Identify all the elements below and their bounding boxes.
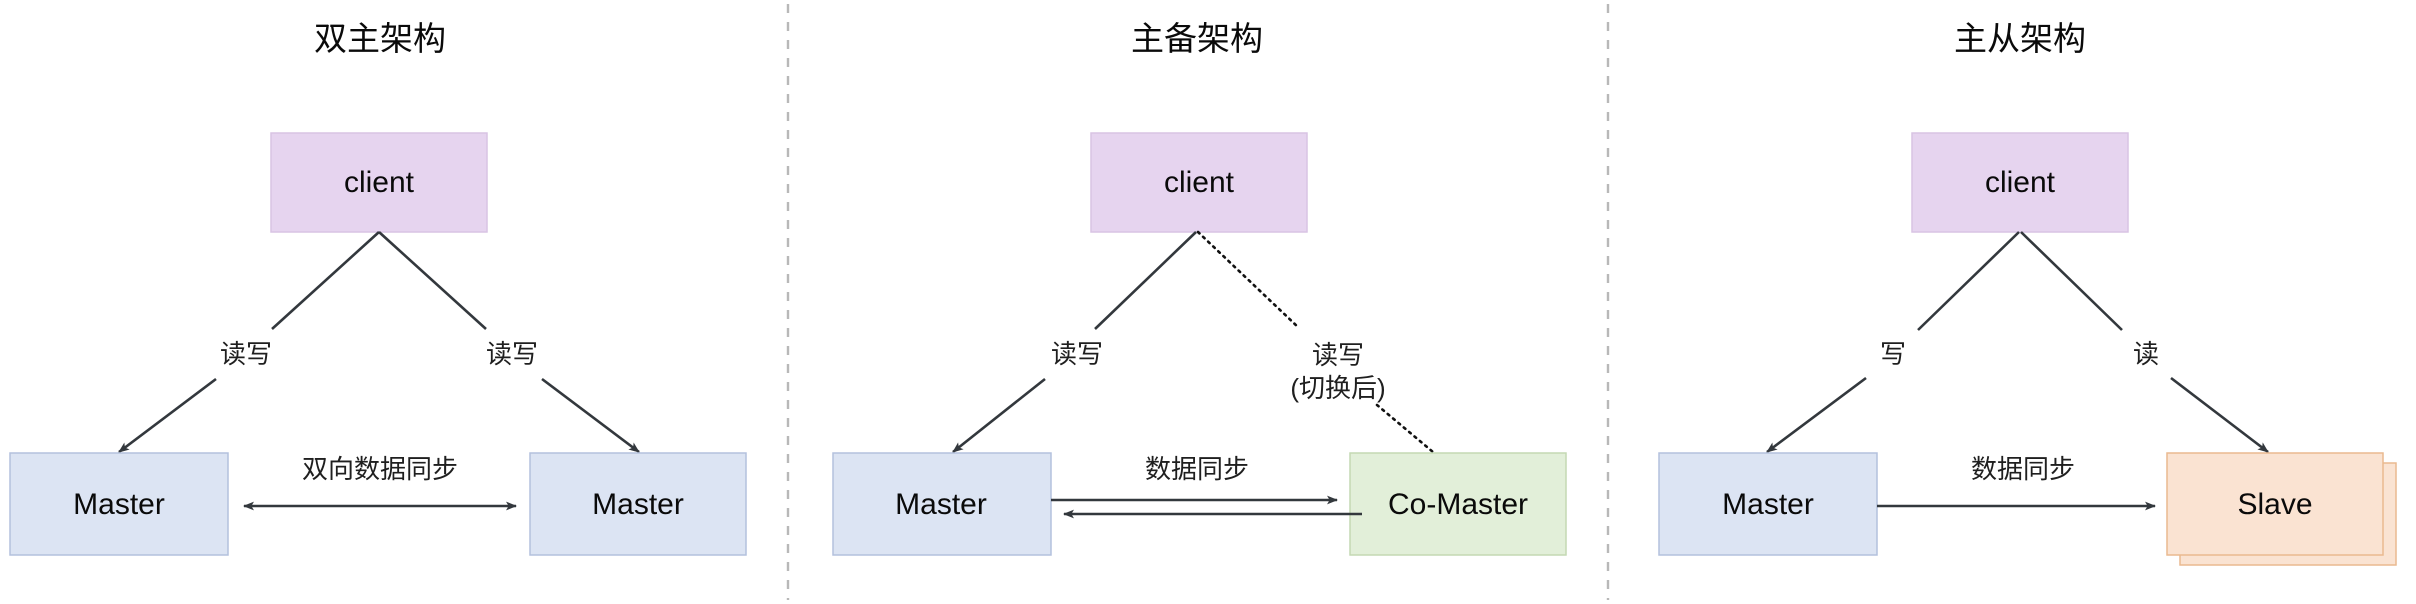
panel-title-dual-master: 双主架构 xyxy=(314,21,446,58)
master-box-shape xyxy=(1658,452,1878,556)
panel-title-master-slave: 主从架构 xyxy=(1954,21,2086,58)
edge-segment-upper xyxy=(2020,231,2123,331)
edge-segment-upper xyxy=(1917,231,2020,331)
panel-dual-master: 双主架构 client 读写 读写 Master xyxy=(9,21,747,556)
slave-box-label: Slave xyxy=(2237,488,2312,521)
edge-bidirectional-sync-dual: 双向数据同步 xyxy=(243,454,517,511)
node-slave-stack[interactable]: Slave xyxy=(2166,452,2397,566)
node-client-dual-master[interactable]: client xyxy=(270,132,488,233)
edge-segment-lower xyxy=(2170,376,2269,454)
edge-segment-upper xyxy=(378,231,487,330)
master-right-box-shape xyxy=(529,452,747,556)
edge-segment-lower xyxy=(541,377,640,454)
client-box-shape xyxy=(1090,132,1308,233)
edge-client-to-left-master: 读写 xyxy=(118,231,380,454)
panel-master-standby: 主备架构 client 读写 读写 (切换后) M xyxy=(832,21,1567,556)
edge-label-client-left: 写 xyxy=(1880,339,1906,369)
edge-client-to-master-slave: 写 xyxy=(1766,231,2020,454)
edge-client-to-slave: 读 xyxy=(2020,231,2269,454)
edge-label-sync-dual: 双向数据同步 xyxy=(302,454,458,484)
edge-label-sync-slave: 数据同步 xyxy=(1971,454,2075,484)
slave-box-front-sheet xyxy=(2166,452,2384,556)
edge-label-client-left: 读写 xyxy=(220,339,272,369)
master-left-box-label: Master xyxy=(73,488,165,521)
node-client-master-slave[interactable]: client xyxy=(1911,132,2129,233)
node-comaster[interactable]: Co-Master xyxy=(1349,452,1567,556)
edge-label-client-right: 读写 xyxy=(486,339,538,369)
client-box-label: client xyxy=(1164,166,1235,199)
master-box-label: Master xyxy=(895,488,987,521)
panel-master-slave: 主从架构 client 写 读 Master xyxy=(1658,21,2397,566)
node-master-slave-master[interactable]: Master xyxy=(1658,452,1878,556)
edge-segment-upper-dotted xyxy=(1196,230,1301,330)
node-master-standby[interactable]: Master xyxy=(832,452,1052,556)
edge-sync-master-slave: 数据同步 xyxy=(1877,454,2156,511)
edge-segment-lower xyxy=(118,377,217,454)
master-right-box-label: Master xyxy=(592,488,684,521)
edge-segment-upper xyxy=(271,231,380,330)
edge-client-to-comaster-dotted: 读写 (切换后) xyxy=(1196,230,1454,470)
comaster-box-label: Co-Master xyxy=(1388,488,1528,521)
edge-segment-lower xyxy=(1766,376,1867,454)
edge-sync-master-comaster: 数据同步 xyxy=(1051,454,1362,519)
edge-segment-lower-dotted xyxy=(1375,403,1454,470)
client-box-label: client xyxy=(344,166,415,199)
node-master-left-dual[interactable]: Master xyxy=(9,452,229,556)
master-box-label: Master xyxy=(1722,488,1814,521)
client-box-label: client xyxy=(1985,166,2056,199)
edge-label-client-right-line1: 读写 xyxy=(1312,340,1364,370)
client-box-shape xyxy=(1911,132,2129,233)
node-master-right-dual[interactable]: Master xyxy=(529,452,747,556)
edge-segment-lower xyxy=(952,377,1046,454)
comaster-box-shape xyxy=(1349,452,1567,556)
edge-label-client-right-line2: (切换后) xyxy=(1290,373,1385,403)
edge-client-to-right-master: 读写 xyxy=(378,231,640,454)
edge-label-sync-standby: 数据同步 xyxy=(1145,454,1249,484)
panel-title-master-standby: 主备架构 xyxy=(1131,21,1263,58)
node-client-master-standby[interactable]: client xyxy=(1090,132,1308,233)
client-box-shape xyxy=(270,132,488,233)
edge-label-client-left: 读写 xyxy=(1051,339,1103,369)
master-left-box-shape xyxy=(9,452,229,556)
master-box-shape xyxy=(832,452,1052,556)
edge-label-client-right: 读 xyxy=(2133,339,2159,369)
edge-segment-upper xyxy=(1094,231,1197,330)
edge-client-to-master-standby: 读写 xyxy=(952,231,1197,454)
